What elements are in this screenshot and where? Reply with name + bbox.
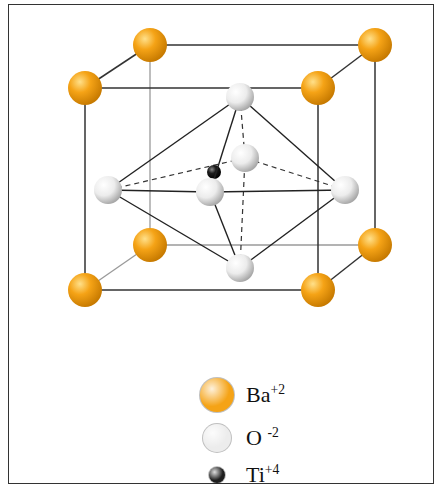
legend-text: Ti+4 <box>246 462 279 488</box>
legend-text: O -2 <box>246 425 279 451</box>
legend-swatch <box>203 424 231 452</box>
legend-row: Ba+2 <box>200 378 285 412</box>
legend-row: O -2 <box>203 424 279 452</box>
legend-text: Ba+2 <box>246 382 285 408</box>
legend-swatch <box>209 467 225 483</box>
legend-row: Ti+4 <box>209 462 279 488</box>
legend-swatch <box>200 378 234 412</box>
